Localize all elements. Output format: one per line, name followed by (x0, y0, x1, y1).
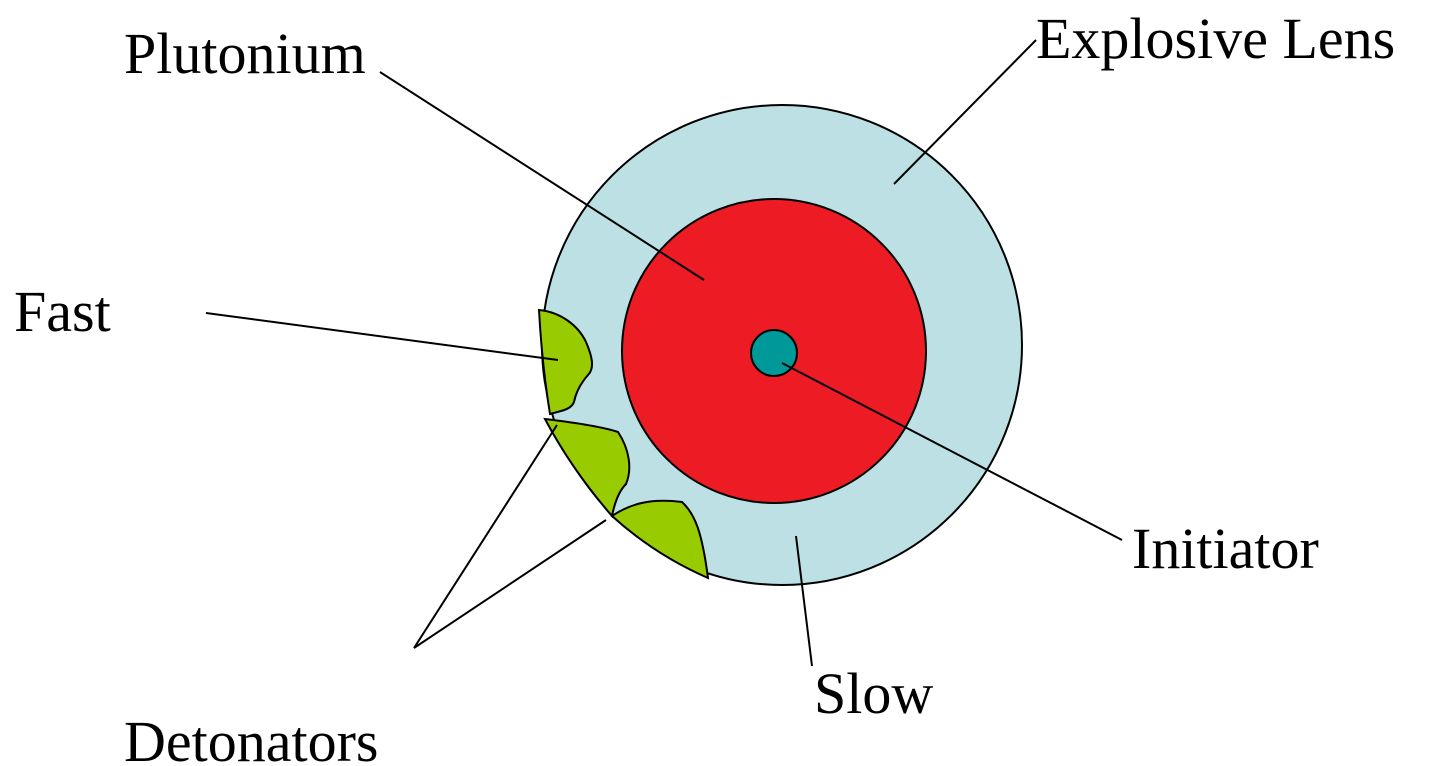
fast-leader (205, 312, 559, 361)
fast-label: Fast (14, 279, 111, 344)
detonators-leader-1 (413, 424, 558, 649)
initiator-circle (750, 329, 798, 377)
explosive-lens-label: Explosive Lens (1036, 6, 1395, 71)
detonators-label: Detonators (124, 709, 379, 766)
detonator-slow-1 (543, 417, 631, 519)
initiator-label: Initiator (1132, 516, 1319, 581)
initiator-leader (781, 362, 1123, 541)
explosive-lens-leader (893, 39, 1037, 185)
plutonium-leader (379, 71, 705, 281)
detonators-leader-2 (413, 519, 607, 649)
slow-leader (795, 535, 813, 667)
plutonium-label: Plutonium (124, 21, 366, 86)
slow-label: Slow (814, 661, 933, 726)
detonator-fast (537, 308, 594, 416)
detonator-slow-2 (610, 499, 710, 580)
